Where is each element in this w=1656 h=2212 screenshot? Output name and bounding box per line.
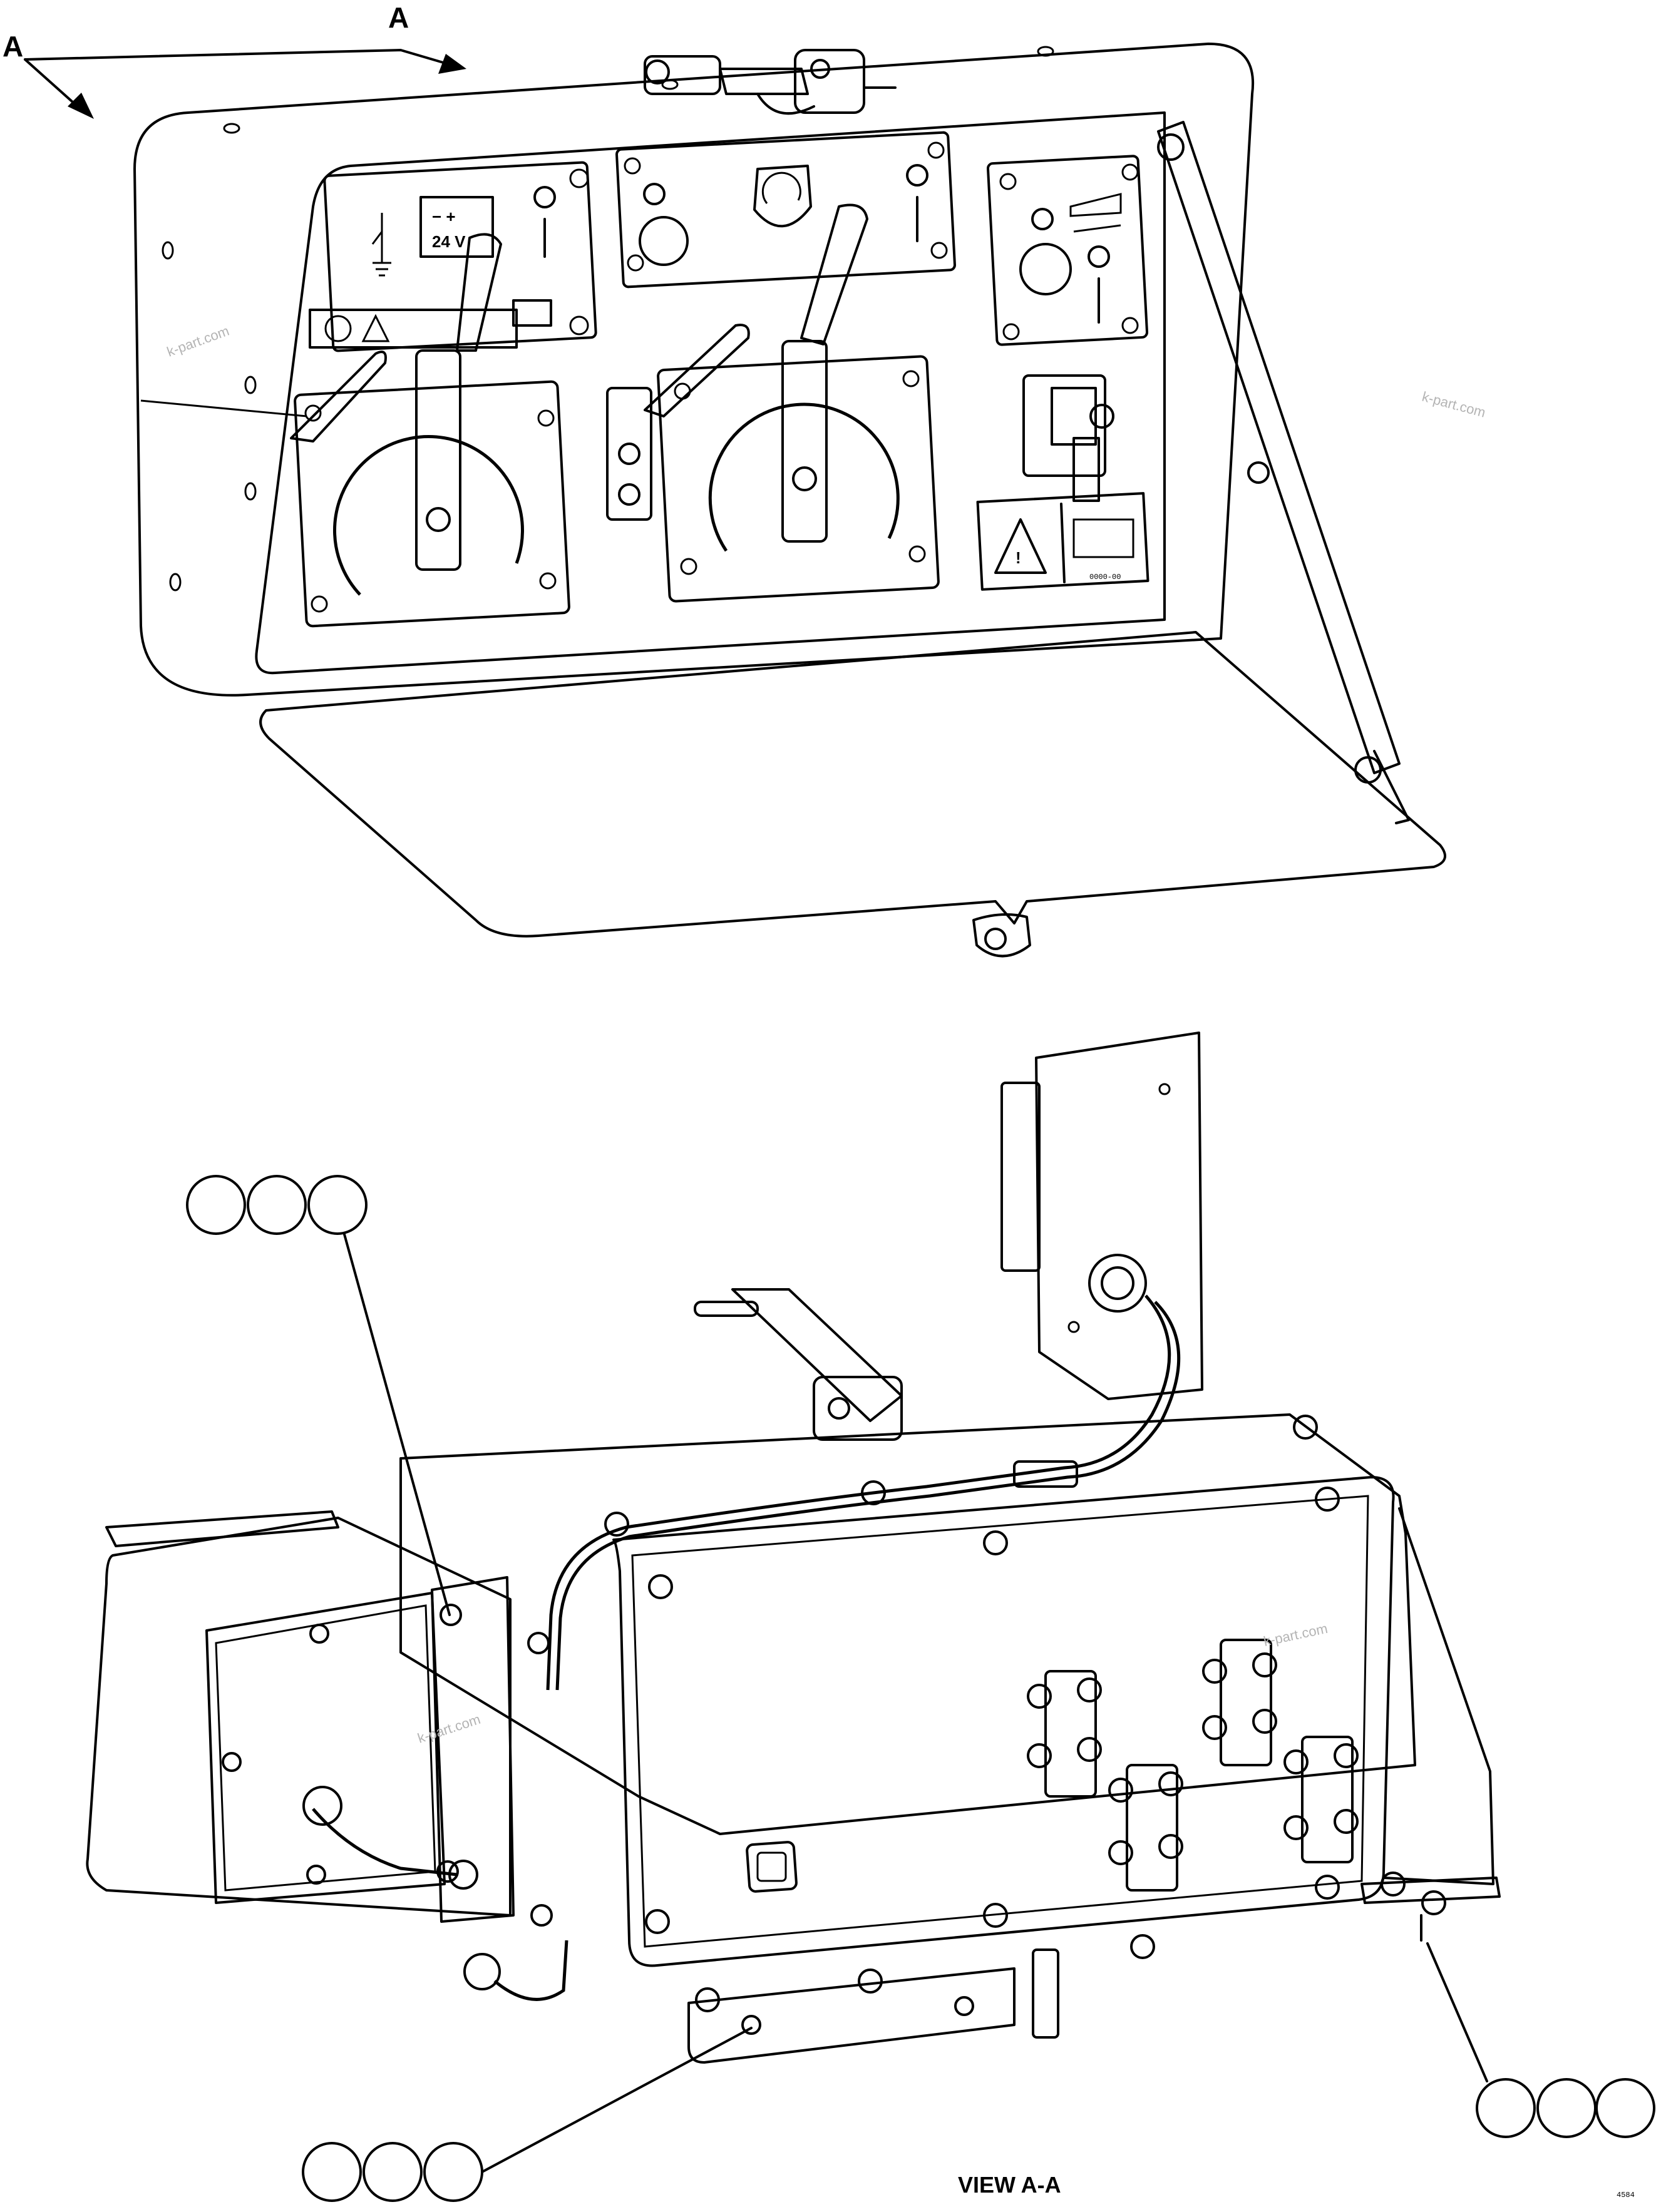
rear-latch [694,1288,903,1441]
watermark: k-part.com [1421,389,1488,421]
harness-connector [546,1254,1181,1691]
left-junction-box [86,1510,515,1923]
watermark: k-part.com [1262,1621,1329,1649]
section-marker: A A [3,1,466,119]
warning-icon [361,314,390,342]
lid-latch [972,913,1031,958]
front-panel [255,111,1166,675]
manual-book-icon [1072,518,1134,558]
rear-box-body [399,1413,1416,1835]
center-rotary-switch [606,203,940,603]
battery-switch-plate: 24 V − + [309,161,597,352]
terminal-blocks [1027,1639,1359,1892]
battery-decal [419,196,494,258]
right-side-bracket [1382,1507,1494,1885]
callout-bubble [1595,2078,1655,2138]
mounting-bracket [1035,1032,1203,1400]
ignition-decal [753,165,812,228]
warning-decal-strip [309,309,518,349]
key-switch-ring [639,216,689,266]
sheet-code: 4584 [1617,2191,1635,2199]
cover-bolts [604,1415,1340,2012]
callout-lower-left [302,2027,753,2202]
start-switch-plate [615,131,956,289]
svg-text:0000-00: 0000-00 [1089,573,1121,581]
callout-lower-right [1426,1942,1655,2138]
warning-triangle-icon [994,518,1047,574]
callout-bubble [247,1175,307,1235]
callout-bubble [1476,2078,1536,2138]
switch-handle-center [800,203,868,346]
arrow-head-left [68,93,94,119]
lighting-switch-plate [986,155,1149,346]
bottom-bracket [687,1967,1016,2064]
callout-bubble [423,2142,483,2202]
left-rotary-switch [290,233,570,628]
callout-bubble [307,1175,368,1235]
diagnostic-socket [746,1841,798,1893]
battery-voltage-label: 24 V [432,232,466,251]
callout-bubble [302,2142,362,2202]
leader-line [481,2027,753,2173]
watermark: k-part.com [165,323,231,360]
truck-icon [1069,193,1122,217]
watermark: k-part.com [416,1711,483,1746]
box-housing [133,43,1255,697]
indicator-lamp [533,186,556,208]
leader-line [1426,1942,1488,2082]
callout-bubble [1536,2078,1597,2138]
leader-line [343,1233,451,1616]
arrow-head-right [438,54,466,74]
svg-text:!: ! [1016,548,1021,567]
callout-bubble [186,1175,246,1235]
book-icon [512,299,552,327]
section-label-left: A [3,30,23,63]
circuit-breaker [1022,374,1114,502]
housing-holes [162,46,1054,591]
view-label: VIEW A-A [958,2172,1061,2198]
lid-support-strut [1157,121,1410,824]
rear-cover-plate [612,1476,1395,1967]
switch-handle-left [456,233,502,352]
callout-upper-left [186,1175,451,1616]
folded-lid [259,631,1446,938]
ground-icon [371,213,391,277]
section-label-right: A [388,1,409,34]
control-box-front-view: 24 V − + [133,43,1446,958]
svg-text:− +: − + [432,207,456,226]
warning-decal: ! 0000-00 [976,492,1149,591]
control-box-rear-view [86,1032,1501,2064]
top-latch [644,49,897,115]
callout-bubble [363,2142,423,2202]
harness-clips [463,1632,568,2001]
